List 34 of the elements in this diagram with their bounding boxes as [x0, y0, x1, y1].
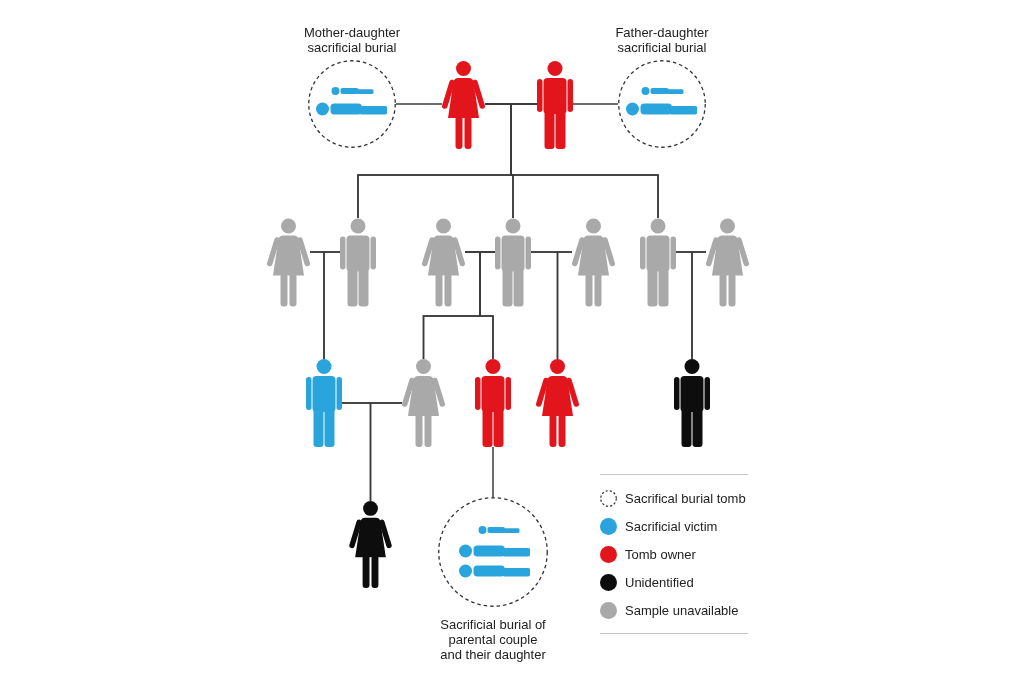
woman-icon [536, 359, 579, 447]
descent-line [479, 251, 496, 360]
woman-icon [349, 501, 392, 588]
man-icon [495, 218, 531, 307]
man-icon [340, 218, 376, 307]
woman-icon [422, 218, 465, 307]
connector-line [572, 103, 619, 105]
woman-icon [442, 61, 485, 149]
burial-caption: Father-daughter sacrificial burial [614, 25, 710, 55]
dashed-circle [618, 60, 706, 148]
man-icon [306, 359, 342, 447]
woman-icon [706, 218, 749, 307]
woman-icon [572, 218, 615, 307]
legend-label: Sample unavailable [625, 603, 739, 618]
dashed-circle [308, 60, 396, 148]
legend-label: Sacrifical burial tomb [625, 491, 746, 506]
legend-label: Sacrificial victim [625, 519, 718, 534]
descent-line [323, 251, 341, 360]
connector-line [492, 446, 494, 498]
man-icon [475, 359, 511, 447]
burial-caption: Sacrificial burial of parental couple and their daughter [439, 617, 547, 662]
descent-line [369, 402, 403, 502]
dashed-circle [438, 497, 548, 607]
man-icon [640, 218, 676, 307]
legend-label: Unidentified [625, 575, 694, 590]
woman-icon [267, 218, 310, 307]
descent-line [556, 251, 573, 360]
man-icon [674, 359, 710, 447]
descent-line [691, 251, 707, 360]
burial-caption: Mother-daughter sacrificial burial [302, 25, 402, 55]
woman-icon [402, 359, 445, 447]
connector-line [395, 103, 443, 105]
man-icon [537, 61, 573, 149]
legend-label: Tomb owner [625, 547, 696, 562]
